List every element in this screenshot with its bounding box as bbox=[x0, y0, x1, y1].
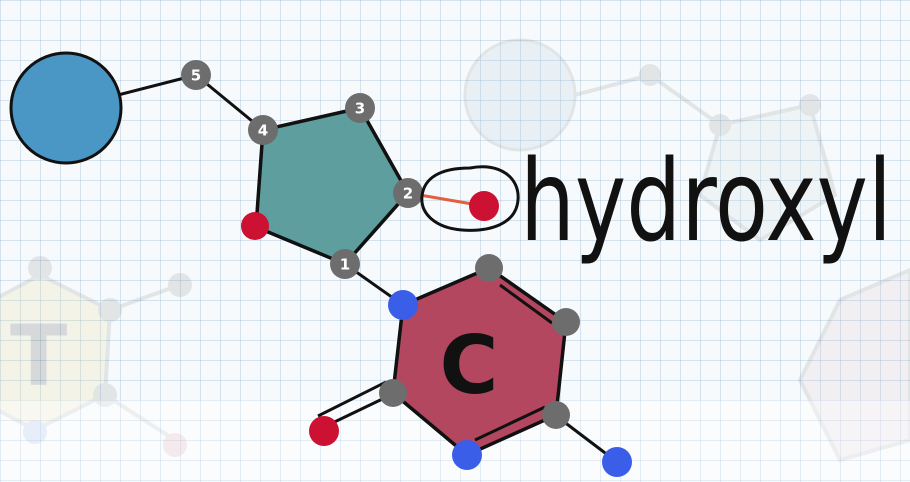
faded-sugar-ring bbox=[697, 102, 838, 243]
nitrogen-atom bbox=[602, 447, 632, 477]
base-inner-double-bond bbox=[499, 283, 553, 325]
carbon-3-label: 3 bbox=[355, 100, 365, 118]
faded-bond bbox=[109, 283, 181, 312]
atoms bbox=[241, 191, 632, 477]
faded-base-letter: T bbox=[10, 307, 67, 405]
faded-atom bbox=[98, 298, 122, 322]
oxygen-atom bbox=[469, 191, 499, 221]
faded-base-ring bbox=[797, 267, 910, 463]
faded-t-ring bbox=[0, 272, 113, 433]
faded-bond bbox=[648, 73, 722, 127]
base-inner-double-bond bbox=[474, 405, 546, 442]
oxygen-atom bbox=[309, 416, 339, 446]
faded-atom bbox=[639, 64, 661, 86]
faded-atom bbox=[799, 94, 821, 116]
carbon-2-label: 2 bbox=[403, 185, 413, 203]
nitrogen-atom bbox=[388, 290, 418, 320]
carbon-5-atom bbox=[181, 60, 211, 90]
numbered-carbons: 1 2 3 4 5 bbox=[181, 60, 423, 279]
carbon-4-atom bbox=[248, 115, 278, 145]
carbon-atom bbox=[542, 401, 570, 429]
base-letter: C bbox=[440, 319, 499, 412]
carbon-1-label: 1 bbox=[340, 256, 350, 274]
faded-atom bbox=[168, 273, 192, 297]
carbon-4-label: 4 bbox=[258, 122, 268, 140]
faded-atom bbox=[23, 420, 47, 444]
carbon-atom bbox=[475, 254, 503, 282]
background-molecules: T bbox=[0, 38, 910, 463]
sugar-ring bbox=[254, 106, 410, 266]
carbon-atom bbox=[379, 379, 407, 407]
faded-atom bbox=[28, 256, 52, 280]
carbon-3-atom bbox=[345, 93, 375, 123]
faded-atom bbox=[93, 383, 117, 407]
oxygen-atom bbox=[241, 212, 269, 240]
carbon-atom bbox=[552, 308, 580, 336]
hydroxyl-highlight-circle bbox=[420, 165, 520, 232]
carbonyl-double-bond-b bbox=[317, 380, 387, 418]
faded-phosphate-circle bbox=[463, 38, 577, 152]
faded-bond bbox=[103, 393, 177, 442]
carbon-1-atom bbox=[330, 249, 360, 279]
faded-atom bbox=[709, 114, 731, 136]
carbon-2-atom bbox=[393, 178, 423, 208]
nitrogen-atom bbox=[452, 440, 482, 470]
carbon-5-label: 5 bbox=[191, 67, 201, 85]
hydroxyl-label: hydroxyl bbox=[520, 137, 892, 267]
faded-bond bbox=[574, 73, 651, 97]
phosphate-group bbox=[9, 51, 123, 165]
faded-atom bbox=[163, 433, 187, 457]
